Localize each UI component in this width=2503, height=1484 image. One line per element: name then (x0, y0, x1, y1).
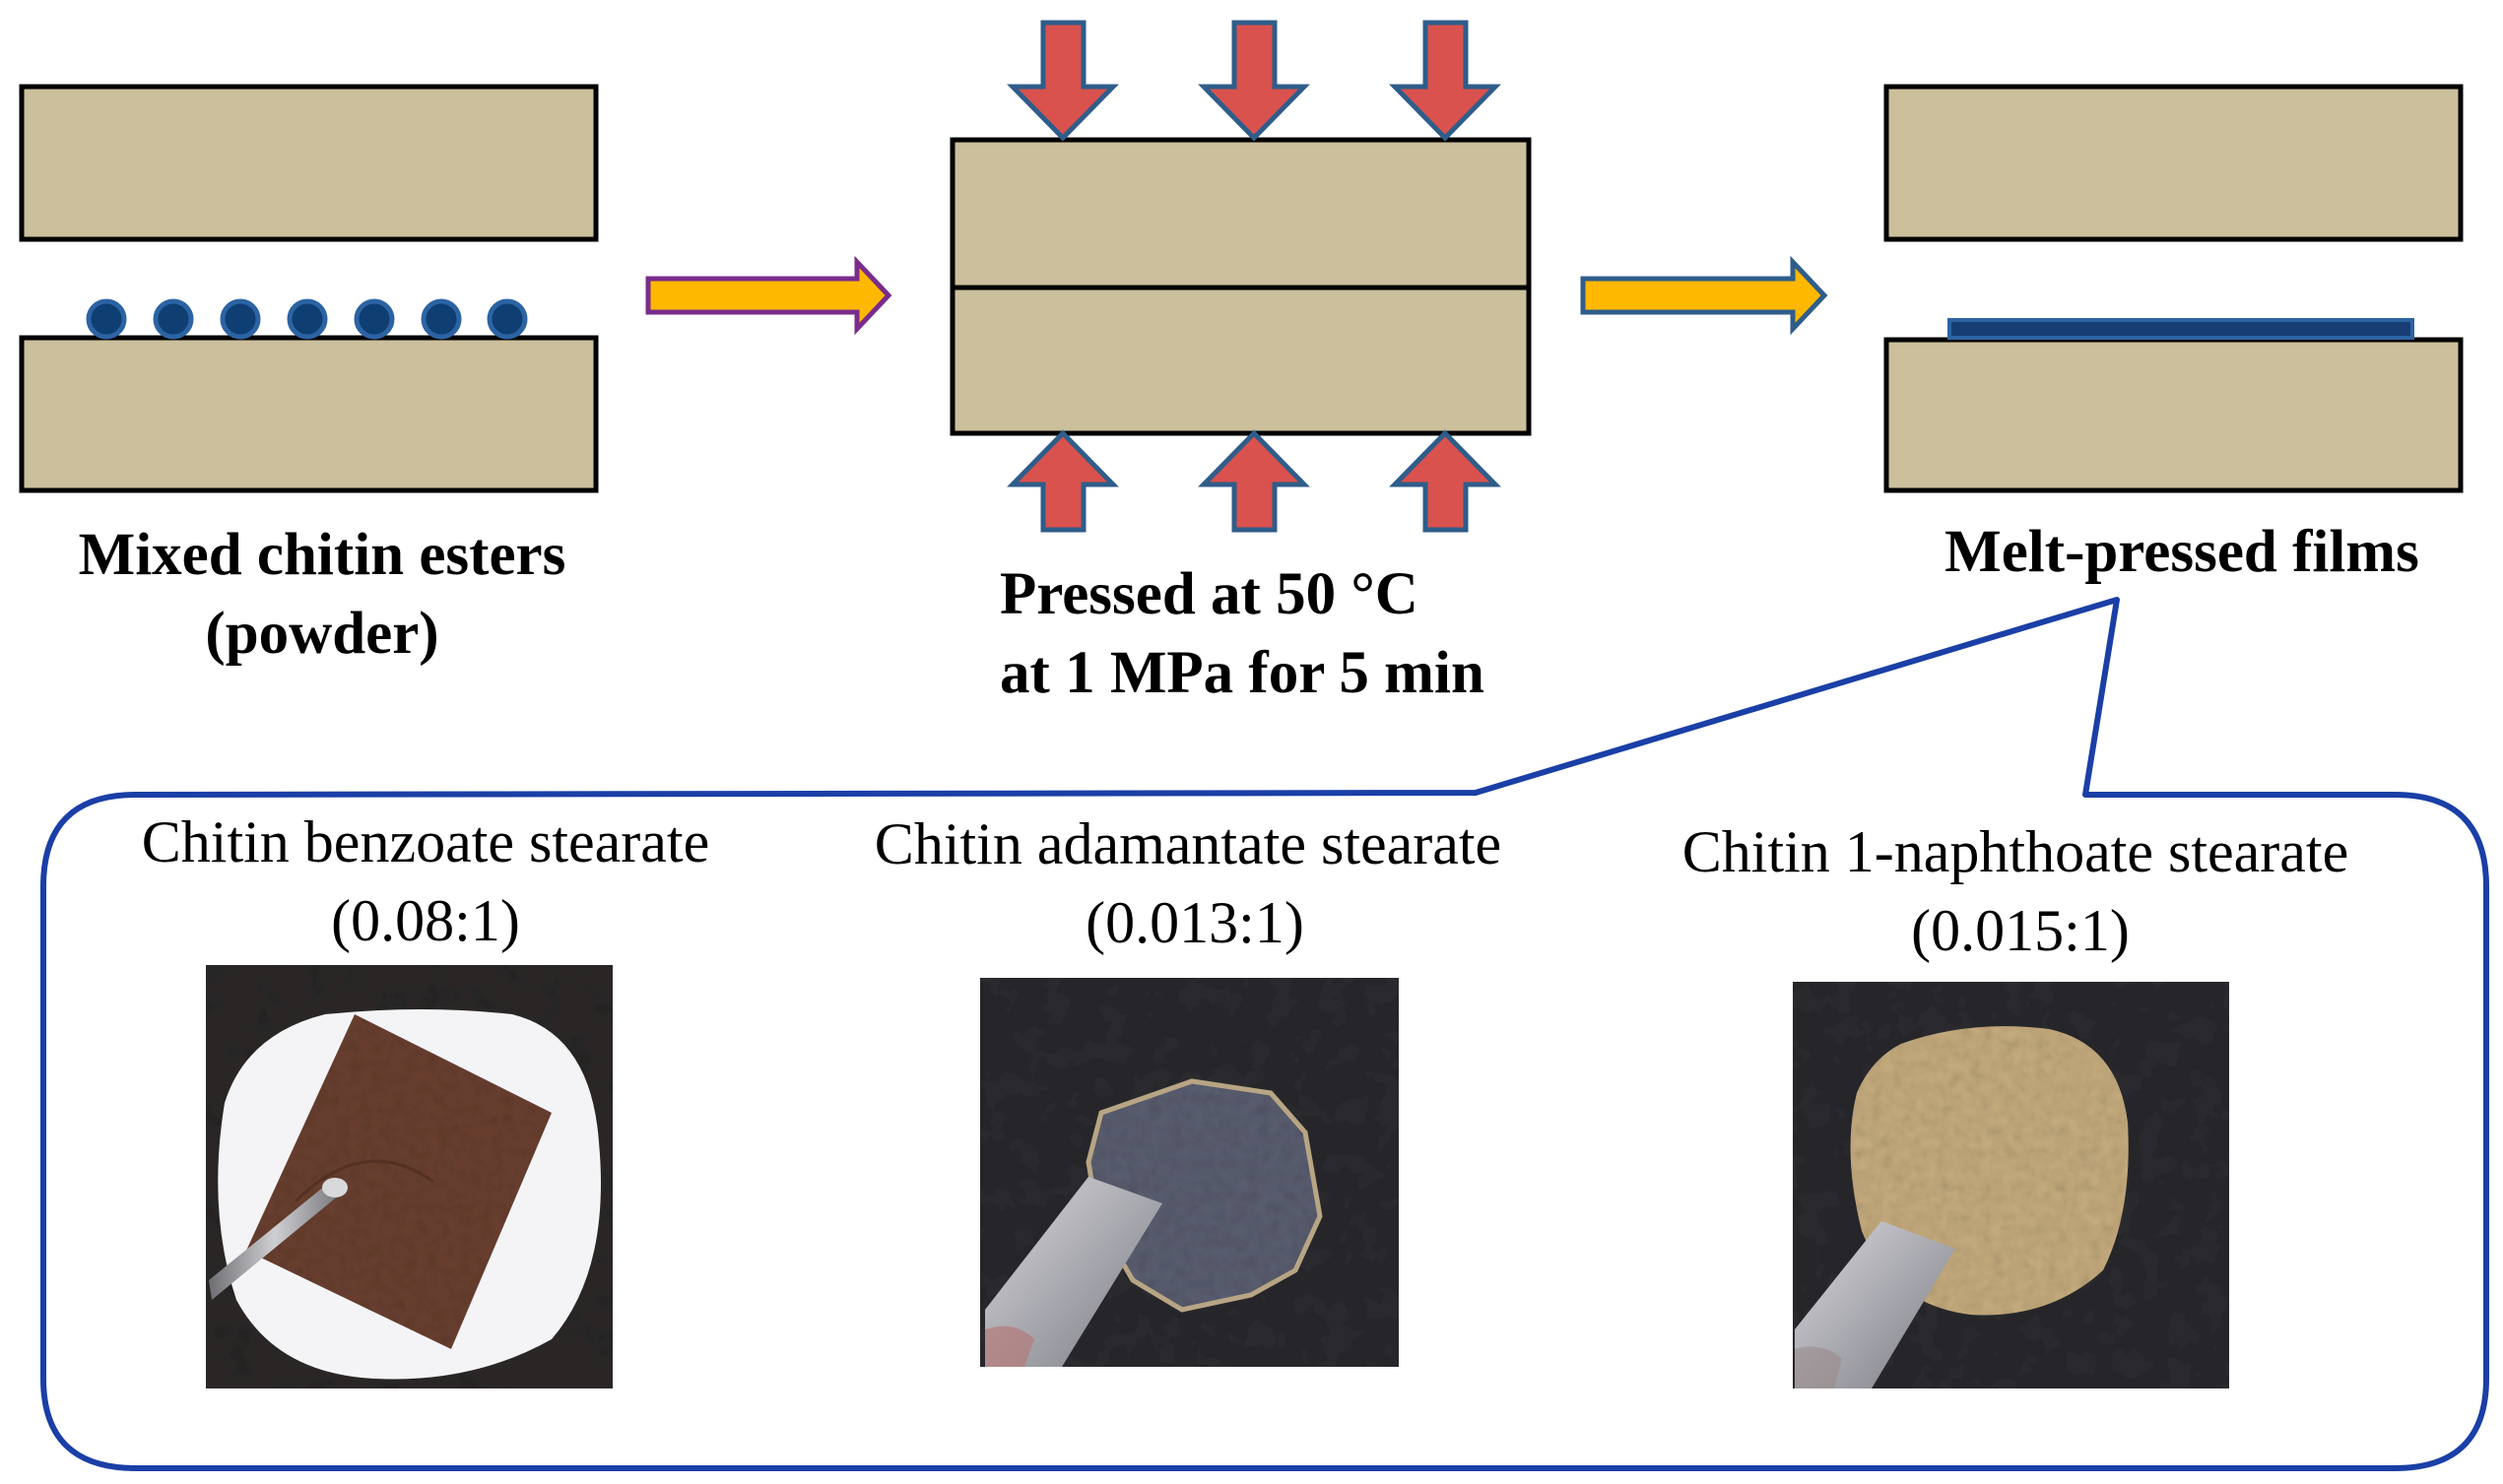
photo-adamantate-film (980, 978, 1399, 1367)
film-sample (1088, 1081, 1320, 1310)
sample-name: Chitin benzoate stearate (142, 809, 709, 874)
sample-2-caption: Chitin adamantate stearate (0.013:1) (875, 811, 1501, 955)
powder-step: Mixed chitin esters (powder) (19, 84, 599, 667)
powder-dot (86, 298, 127, 340)
down-arrow-icon (1389, 20, 1501, 142)
down-arrow-icon (1007, 20, 1119, 142)
powder-dot (153, 298, 194, 340)
film-sample (246, 1014, 552, 1349)
powder-particles (86, 298, 528, 340)
press-label-line2: at 1 MPa for 5 min (1000, 640, 1484, 706)
film-bottom-plate (1883, 337, 2464, 493)
sample-ratio: (0.08:1) (331, 888, 520, 953)
photo-naphthoate-film (1793, 982, 2229, 1388)
press-step: Pressed at 50 °C at 1 MPa for 5 min (950, 20, 1532, 706)
film-top-plate (1883, 84, 2464, 242)
powder-dot (354, 298, 395, 340)
powder-dot (421, 298, 462, 340)
press-bottom-plate (950, 285, 1532, 436)
sample-ratio: (0.015:1) (1911, 898, 2130, 963)
powder-dot (220, 298, 261, 340)
films-label: Melt-pressed films (1944, 519, 2419, 585)
up-arrow-icon (1007, 429, 1119, 533)
top-plate (19, 84, 599, 242)
press-label-line1: Pressed at 50 °C (1000, 561, 1418, 627)
photo-benzoate-film (206, 965, 613, 1388)
bottom-plate (19, 335, 599, 493)
press-arrows-bottom (1007, 429, 1501, 533)
right-arrow-icon (645, 255, 892, 336)
sample-3-caption: Chitin 1-naphthoate stearate (0.015:1) (1682, 819, 2348, 963)
down-arrow-icon (1198, 20, 1310, 142)
up-arrow-icon (1389, 429, 1501, 533)
films-step: Melt-pressed films (1883, 84, 2464, 585)
powder-dot (287, 298, 328, 340)
press-top-plate (950, 137, 1532, 290)
sample-name: Chitin 1-naphthoate stearate (1682, 819, 2348, 884)
sample-ratio: (0.013:1) (1086, 890, 1304, 955)
right-arrow-icon (1580, 255, 1828, 336)
powder-label-line2: (powder) (205, 601, 438, 667)
sample-1-caption: Chitin benzoate stearate (0.08:1) (142, 809, 709, 953)
up-arrow-icon (1198, 429, 1310, 533)
callout-box (40, 597, 2489, 1471)
powder-label-line1: Mixed chitin esters (79, 522, 566, 588)
film-layer (1947, 318, 2414, 340)
press-arrows-top (1007, 20, 1501, 142)
powder-dot (487, 298, 528, 340)
sample-name: Chitin adamantate stearate (875, 811, 1501, 876)
